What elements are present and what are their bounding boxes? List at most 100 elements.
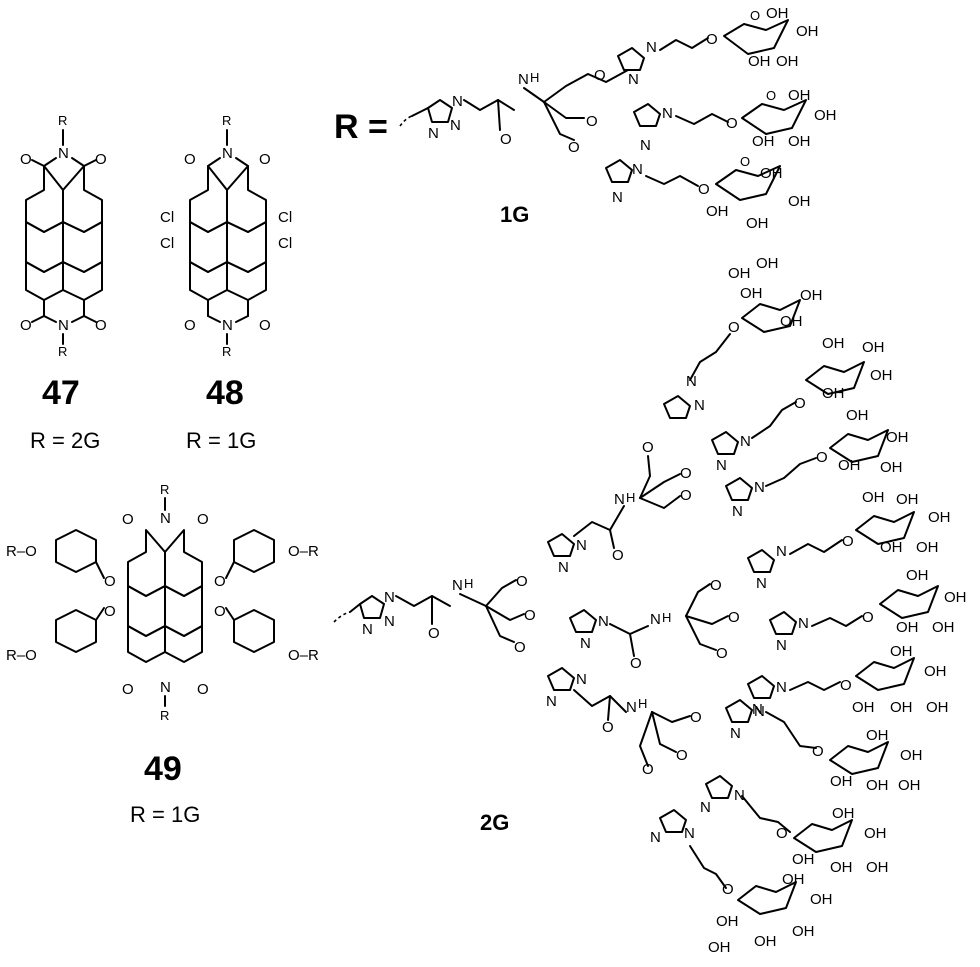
oxygen-atom: O [710,577,722,594]
hydroxyl-group: OH [752,133,775,150]
dendron-1g-label: 1G [500,202,529,227]
hydroxyl-group: OH [924,663,947,680]
nitrogen-atom: N [628,71,639,88]
oxygen-atom: O [740,154,750,169]
oxygen-atom: O [20,151,32,168]
nitrogen-atom: N [222,145,233,162]
oxygen-atom: O [722,881,734,898]
oxygen-atom: O [197,511,209,528]
oxygen-atom: O [20,317,32,334]
nitrogen-atom: N [58,145,69,162]
amide-hydrogen: H [626,490,635,505]
compound-47-structure: R N O O O N O R [20,113,107,359]
amide-hydrogen: H [530,70,539,85]
compound-49-r-label: R = 1G [130,802,200,827]
nitrogen-atom: N [716,457,727,474]
oxygen-atom: O [840,677,852,694]
hydroxyl-group: OH [788,133,811,150]
oxygen-atom: O [706,31,718,48]
hydroxyl-group: OH [900,747,923,764]
hydroxyl-group: OH [788,87,811,104]
aryl-ether-label: R–O [6,647,37,664]
nitrogen-atom: N [362,621,373,638]
hydroxyl-group: OH [728,265,751,282]
nitrogen-atom: N [732,503,743,520]
hydroxyl-group: OH [944,589,967,606]
r-group-label: R [58,344,67,359]
amide-hydrogen: H [662,610,671,625]
nitrogen-atom: N [160,679,171,696]
compound-47-r-label: R = 2G [30,428,100,453]
hydroxyl-group: OH [866,859,889,876]
nitrogen-atom: N [632,161,643,178]
r-group-label: R [160,482,169,497]
oxygen-atom: O [568,139,580,156]
hydroxyl-group: OH [928,509,951,526]
nitrogen-atom: N [612,189,623,206]
nitrogen-atom: N [384,613,395,630]
hydroxyl-group: OH [862,489,885,506]
oxygen-atom: O [716,645,728,662]
hydroxyl-group: OH [810,891,833,908]
oxygen-atom: O [514,639,526,656]
oxygen-atom: O [642,439,654,456]
oxygen-atom: O [680,465,692,482]
nitrogen-atom: N [752,701,763,718]
oxygen-atom: O [586,113,598,130]
nitrogen-atom: N [160,510,171,527]
nitrogen-atom: N [576,671,587,688]
nitrogen-atom: N [686,373,697,390]
hydroxyl-group: OH [708,939,731,956]
hydroxyl-group: OH [782,871,805,888]
oxygen-atom: O [428,625,440,642]
r-group-label: R [58,113,67,128]
nitrogen-atom: N [450,117,461,134]
hydroxyl-group: OH [838,457,861,474]
nitrogen-atom: N [798,615,809,632]
oxygen-atom: O [214,603,226,620]
nitrogen-atom: N [734,787,745,804]
oxygen-atom: O [842,533,854,550]
nitrogen-atom: N [756,575,767,592]
hydroxyl-group: OH [864,825,887,842]
hydroxyl-group: OH [866,727,889,744]
hydroxyl-group: OH [886,429,909,446]
hydroxyl-group: OH [866,777,889,794]
nitrogen-atom: N [452,93,463,110]
nitrogen-atom: N [730,725,741,742]
hydroxyl-group: OH [748,53,771,70]
oxygen-atom: O [500,131,512,148]
oxygen-atom: O [816,449,828,466]
hydroxyl-group: OH [830,773,853,790]
hydroxyl-group: OH [792,923,815,940]
hydroxyl-group: OH [880,539,903,556]
nitrogen-atom: N [640,137,651,154]
oxygen-atom: O [594,67,606,84]
amide-nitrogen: N [518,71,529,88]
nitrogen-atom: N [684,825,695,842]
hydroxyl-group: OH [766,5,789,22]
oxygen-atom: O [728,319,740,336]
oxygen-atom: O [602,719,614,736]
nitrogen-atom: N [598,613,609,630]
oxygen-atom: O [259,317,271,334]
hydroxyl-group: OH [788,193,811,210]
hydroxyl-group: OH [792,851,815,868]
nitrogen-atom: N [776,679,787,696]
hydroxyl-group: OH [926,699,949,716]
oxygen-atom: O [612,547,624,564]
oxygen-atom: O [524,607,536,624]
oxygen-atom: O [184,151,196,168]
nitrogen-atom: N [58,317,69,334]
amide-hydrogen: H [464,576,473,591]
r-group-label: R [222,113,231,128]
oxygen-atom: O [812,743,824,760]
oxygen-atom: O [728,609,740,626]
oxygen-atom: O [184,317,196,334]
hydroxyl-group: OH [716,913,739,930]
hydroxyl-group: OH [830,859,853,876]
hydroxyl-group: OH [832,805,855,822]
chlorine-atom: Cl [160,209,174,226]
chlorine-atom: Cl [278,209,292,226]
